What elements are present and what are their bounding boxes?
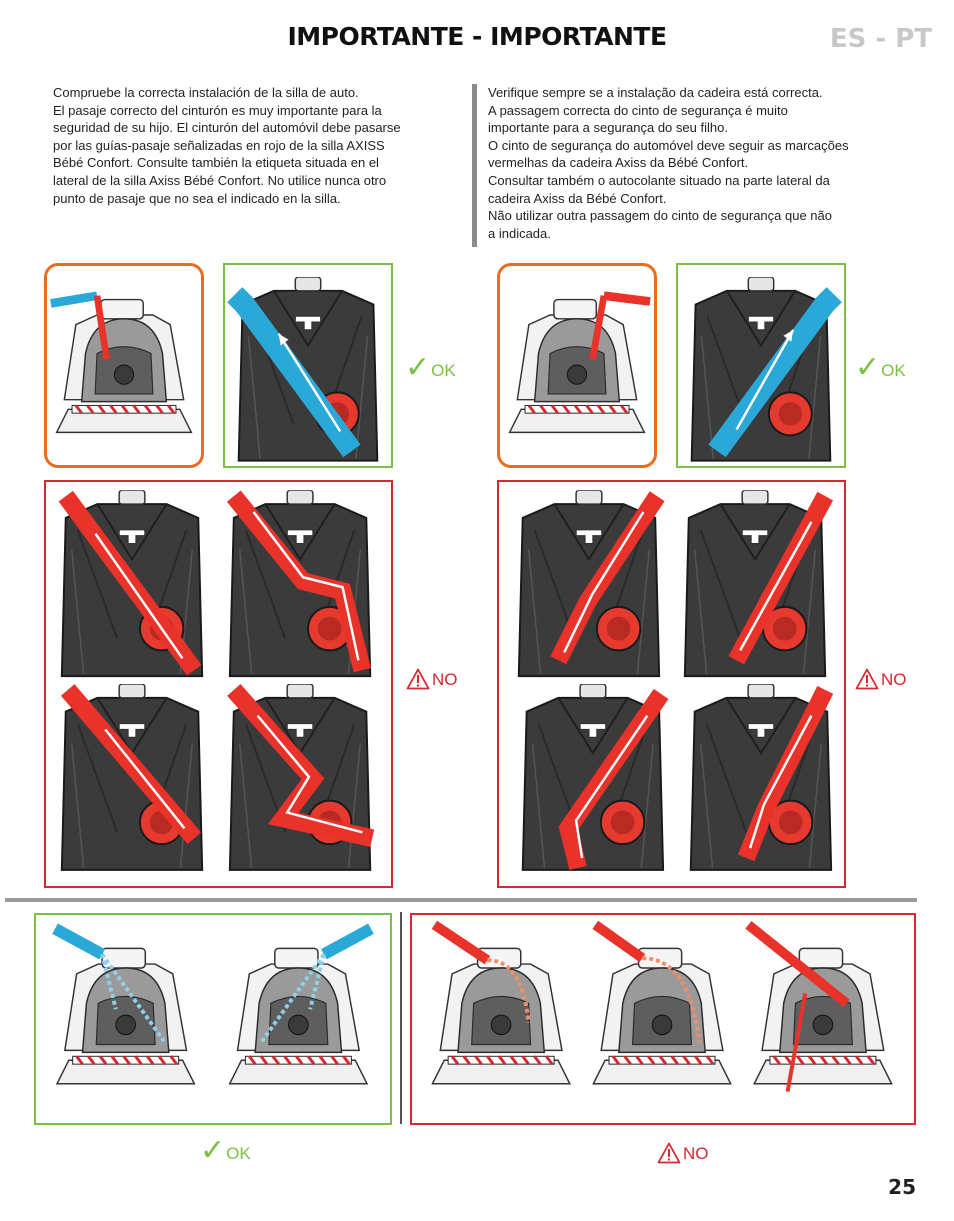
text-line: Bébé Confort. Consulte también la etique… — [53, 155, 379, 171]
ok-label: OK — [226, 1144, 251, 1163]
ok-indicator: ✓ OK — [200, 1134, 251, 1167]
ok-label: OK — [881, 361, 906, 380]
text-line: Verifique sempre se a instalação da cade… — [488, 85, 823, 100]
text-line: punto de pasaje que no sea el indicado e… — [53, 190, 341, 206]
text-line: por las guías-pasaje señalizadas en rojo… — [53, 137, 385, 153]
warning-icon — [406, 668, 430, 690]
warning-icon — [855, 668, 879, 690]
no-indicator: NO — [657, 1142, 709, 1164]
seat-overview-frame — [497, 263, 657, 468]
text-line: vermelhas da cadeira Axiss da Bébé Confo… — [488, 155, 749, 171]
instructions-spanish: Compruebe la correcta instalación de la … — [53, 84, 458, 207]
page-title: IMPORTANTE - IMPORTANTE — [287, 22, 667, 51]
text-line: seguridad de su hijo. El cinturón del au… — [53, 120, 401, 136]
ok-indicator: ✓ OK — [855, 351, 906, 384]
incorrect-installation-illustrations — [430, 920, 894, 1092]
seat-overview-frame — [44, 263, 204, 468]
correct-installation-illustrations — [52, 923, 374, 1086]
text-line: O cinto de segurança do automóvel deve s… — [488, 137, 849, 153]
correct-installation-frame — [34, 913, 392, 1125]
checkmark-icon: ✓ — [855, 351, 881, 384]
incorrect-belt-group-frame — [497, 480, 846, 888]
no-indicator: NO — [406, 668, 458, 690]
language-code: ES - PT — [829, 24, 932, 54]
text-line: Não utilizar outra passagem do cinto de … — [488, 208, 832, 224]
ok-label: OK — [431, 361, 456, 380]
checkmark-icon: ✓ — [200, 1134, 226, 1167]
page-number: 25 — [888, 1175, 916, 1199]
no-label: NO — [683, 1144, 709, 1163]
text-line: a indicada. — [488, 225, 551, 241]
no-indicator: NO — [855, 668, 907, 690]
incorrect-belt-illustrations — [58, 490, 375, 871]
seat-overview-illustration — [508, 291, 651, 434]
text-line: Consultar também o autocolante situado n… — [488, 172, 830, 188]
correct-belt-closeup-frame — [676, 263, 846, 468]
warning-icon — [657, 1142, 681, 1164]
seat-overview-illustration — [50, 291, 193, 434]
section-divider — [5, 898, 917, 902]
correct-belt-illustration — [690, 277, 842, 462]
text-line: A passagem correcta do cinto de seguranç… — [488, 102, 788, 118]
checkmark-icon: ✓ — [405, 351, 431, 384]
instructions-portuguese: Verifique sempre se a instalação da cade… — [488, 84, 913, 242]
correct-belt-closeup-frame — [223, 263, 393, 468]
column-divider — [400, 912, 402, 1124]
text-line: importante para a segurança do seu filho… — [488, 120, 728, 136]
no-label: NO — [432, 670, 458, 689]
incorrect-installation-frame — [410, 913, 916, 1125]
text-line: El pasaje correcto del cinturón es muy i… — [53, 102, 382, 118]
text-line: Compruebe la correcta instalación de la … — [53, 85, 359, 100]
correct-belt-illustration — [227, 277, 379, 462]
text-line: cadeira Axiss da Bébé Confort. — [488, 190, 667, 206]
ok-indicator: ✓ OK — [405, 351, 456, 384]
incorrect-belt-group-frame — [44, 480, 393, 888]
column-divider — [472, 84, 477, 247]
no-label: NO — [881, 670, 907, 689]
text-line: lateral de la silla Axiss Bébé Confort. … — [53, 172, 387, 188]
incorrect-belt-illustrations — [517, 490, 834, 871]
